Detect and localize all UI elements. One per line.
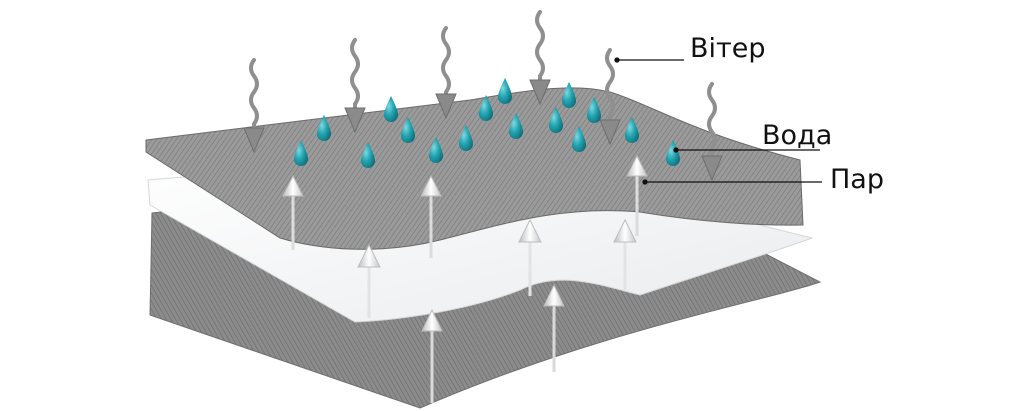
- water-drops: [294, 78, 680, 168]
- vapor-arrows-bottom: [430, 305, 556, 403]
- water-drop-icon: [572, 126, 586, 152]
- wavy-down-arrow-icon: [599, 48, 621, 146]
- wind-label: Вітер: [690, 33, 766, 64]
- up-arrow-icon: [518, 218, 542, 296]
- water-drop-icon: [401, 117, 415, 143]
- water-drop-icon: [625, 117, 639, 143]
- vapor-label: Пар: [830, 164, 884, 195]
- vapor-arrows: [282, 154, 648, 332]
- callout-lines: [614, 57, 822, 185]
- wavy-down-arrow-icon: [435, 26, 457, 120]
- water-drop-icon: [361, 142, 375, 168]
- water-drop-icon: [666, 140, 680, 166]
- water-drop-icon: [562, 82, 576, 108]
- wavy-down-arrow-icon: [344, 38, 366, 134]
- water-drop-icon: [317, 115, 331, 141]
- water-drop-icon: [384, 96, 398, 122]
- water-drop-icon: [294, 140, 308, 166]
- up-arrow-icon: [613, 218, 637, 290]
- up-arrow-icon: [421, 308, 443, 332]
- water-drop-icon: [587, 97, 601, 123]
- water-drop-icon: [479, 95, 493, 121]
- wavy-down-arrow-icon: [529, 10, 551, 106]
- water-drop-icon: [509, 113, 523, 139]
- wavy-down-arrow-icon: [243, 58, 265, 154]
- up-arrow-icon: [420, 174, 442, 258]
- up-arrow-icon: [282, 174, 304, 250]
- water-drop-icon: [459, 125, 473, 151]
- wavy-down-arrow-icon: [701, 82, 723, 182]
- up-arrow-icon: [357, 243, 381, 318]
- water-drop-icon: [498, 78, 512, 104]
- water-label: Вода: [762, 120, 832, 151]
- wind-arrows: [243, 10, 723, 182]
- up-arrow-icon: [626, 154, 648, 236]
- water-drop-icon: [429, 137, 443, 163]
- up-arrow-icon: [543, 283, 565, 307]
- water-drop-icon: [549, 107, 563, 133]
